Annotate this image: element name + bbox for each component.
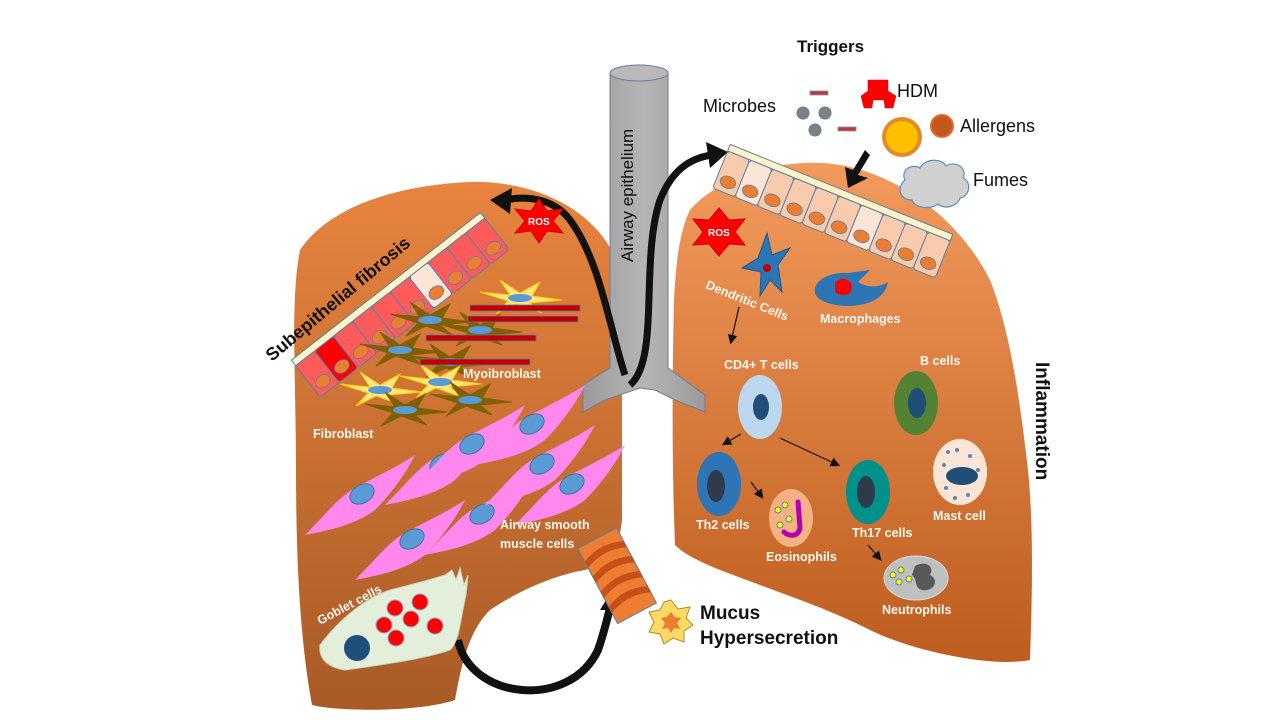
arrowhead-right	[706, 142, 728, 168]
smooth-muscle-label-2: muscle cells	[500, 537, 574, 551]
trigger-arrow-icon	[845, 150, 870, 188]
mucus-label-1: Mucus	[700, 603, 760, 624]
mast-cell	[933, 439, 987, 505]
goblet-cell	[319, 566, 469, 671]
svg-text:ROS: ROS	[708, 228, 730, 239]
fumes-label: Fumes	[973, 170, 1028, 190]
epithelial-cell	[846, 205, 883, 251]
triggers-title: Triggers	[797, 37, 864, 56]
cd4-label: CD4+ T cells	[724, 358, 799, 372]
epithelial-cell	[466, 218, 509, 264]
myofibroblast-label: Myoibroblast	[463, 367, 542, 381]
th17-cells-label: Th17 cells	[852, 526, 912, 540]
arrowhead-left	[490, 188, 512, 214]
smooth-muscle-cell	[475, 385, 585, 465]
neutrophil	[883, 555, 949, 601]
cd4-t-cell	[738, 375, 782, 439]
curved-arrow-goblet-to-mucus	[454, 598, 616, 695]
curved-arrow-to-right-epithelium	[627, 151, 713, 388]
b-cell	[894, 371, 938, 435]
myofibroblast-cell	[479, 279, 563, 315]
hdm-icon	[860, 79, 897, 109]
curved-arrow-to-left-epithelium	[504, 194, 629, 377]
epithelial-cell	[296, 351, 339, 397]
eosinophil	[769, 489, 813, 547]
ros-star-right: ROS	[691, 207, 747, 257]
svg-text:ROS: ROS	[528, 217, 550, 228]
th17-cell	[846, 460, 890, 524]
macrophages-label: Macrophages	[820, 312, 901, 326]
macrophage	[814, 270, 888, 306]
pollen-icon	[882, 117, 922, 157]
arrow-cd4-to-th17	[779, 437, 841, 467]
ros-star-left: ROS	[513, 198, 565, 244]
inflammation-title: Inflammation	[1031, 362, 1052, 480]
arrow-dendritic-to-cd4	[727, 306, 740, 345]
fibroblast-label: Fibroblast	[313, 427, 374, 441]
smooth-muscle-cell	[415, 405, 525, 485]
microbes-label: Microbes	[703, 96, 776, 116]
arrow-cd4-to-th2	[721, 433, 742, 446]
epithelial-cell	[334, 322, 377, 368]
fibroblast-cell	[429, 381, 513, 417]
th2-cell	[697, 452, 741, 516]
mast-cell-label: Mast cell	[933, 509, 986, 523]
dendritic-cell	[740, 231, 792, 298]
mucus-airway	[577, 527, 658, 625]
smooth-muscle-cell	[305, 455, 415, 535]
fumes-cloud-icon	[899, 159, 970, 209]
smooth-muscle-cell	[355, 500, 465, 580]
epithelial-cell	[735, 160, 772, 206]
epithelial-cell	[802, 187, 839, 233]
right-epithelium	[713, 143, 954, 278]
microbe-particles	[796, 90, 857, 137]
airway-epithelium-label: Airway epithelium	[618, 129, 637, 262]
mucus-label-2: Hypersecretion	[700, 628, 838, 649]
hdm-label: HDM	[897, 81, 938, 101]
allergen-icon	[930, 114, 954, 138]
smooth-muscle-cell	[515, 445, 625, 525]
b-cells-label: B cells	[920, 354, 960, 368]
th2-cells-label: Th2 cells	[696, 518, 750, 532]
arrow-th2-to-eosinophil	[750, 481, 764, 499]
mucus-star-icon	[648, 599, 694, 645]
eosinophils-label: Eosinophils	[766, 550, 837, 564]
smooth-muscle-cell	[485, 425, 595, 505]
epithelial-cell	[913, 232, 950, 278]
epithelial-cell	[409, 263, 452, 308]
collagen-bars	[419, 304, 581, 366]
smooth-muscle-cells	[305, 385, 625, 580]
fibroblast-cell	[439, 311, 523, 347]
fibroblast-cluster	[339, 279, 563, 427]
neutrophils-label: Neutrophils	[882, 603, 951, 617]
allergens-label: Allergens	[960, 116, 1035, 136]
arrow-th17-to-neutrophil	[867, 544, 882, 561]
smooth-muscle-label-1: Airway smooth	[500, 518, 590, 532]
fibroblast-cell	[364, 391, 448, 427]
